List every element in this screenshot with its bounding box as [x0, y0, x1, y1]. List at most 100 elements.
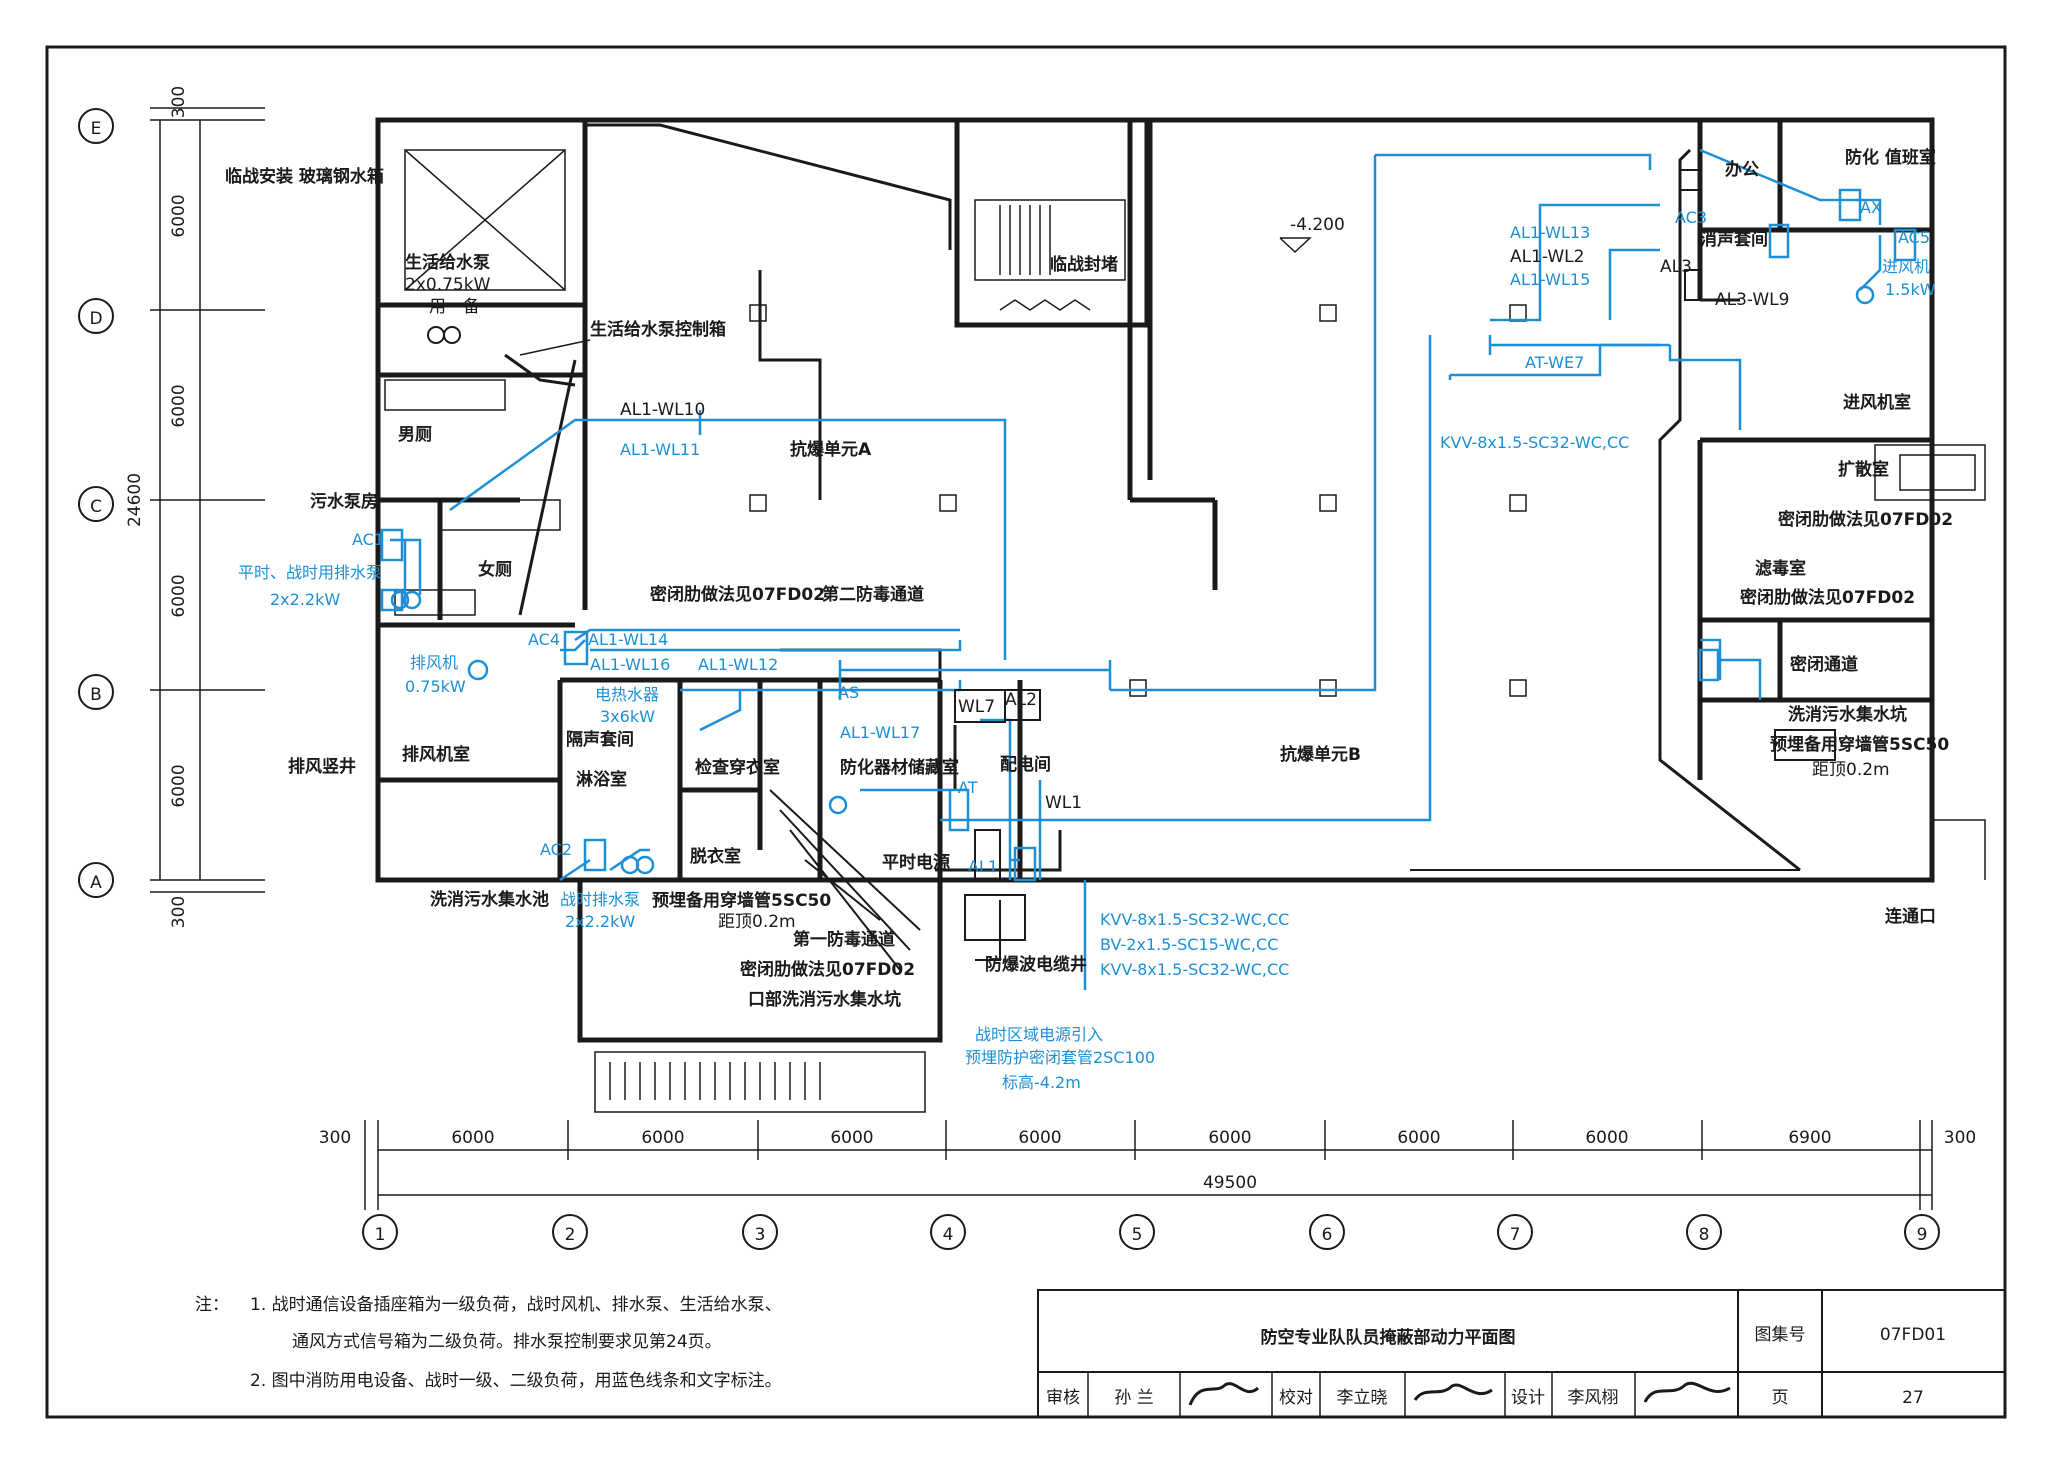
- room-office: 办公: [1725, 159, 1759, 180]
- motor-symbols: [390, 285, 1875, 875]
- circuit-cable-3: KVV-8x1.5-SC32-WC,CC: [1100, 960, 1289, 979]
- axis-col-3: 3: [755, 1225, 766, 1245]
- dim-col-1: 6000: [451, 1128, 494, 1148]
- room-shower: 淋浴室: [576, 769, 627, 790]
- checker-signature: [1413, 1383, 1493, 1401]
- note-supply-pump-mode: 一用一备: [412, 297, 480, 317]
- note-power-in-level: 标高-4.2m: [1002, 1073, 1081, 1092]
- note-drain-pump-b-spec: 2x2.2kW: [565, 912, 635, 931]
- axis-row-a: A: [90, 873, 102, 893]
- power-lines-blue: [390, 148, 1882, 990]
- dim-col-0: 300: [319, 1128, 351, 1148]
- room-unit-b: 抗爆单元B: [1280, 744, 1361, 765]
- circuit-al1-wl13: AL1-WL13: [1510, 223, 1590, 242]
- circuit-al1-wl11: AL1-WL11: [620, 440, 700, 459]
- leader-supply-ctrl: [519, 339, 591, 356]
- circuit-kvv-b: KVV-8x1.5-SC32-WC,CC: [1440, 433, 1629, 452]
- level-symbol: [1279, 237, 1312, 254]
- note-tank: 临战安装 玻璃钢水箱: [225, 166, 384, 187]
- tag-as: AS: [838, 683, 859, 702]
- axis-row-c: C: [90, 497, 102, 517]
- power-lines-black: [504, 123, 1801, 971]
- note-drain-pump-a: 平时、战时用排水泵: [238, 563, 382, 582]
- room-filter: 滤毒室: [1755, 558, 1806, 579]
- drawing-title: 防空专业队队员掩蔽部动力平面图: [1261, 1327, 1516, 1348]
- circuit-al1-wl14: AL1-WL14: [588, 630, 668, 649]
- axis-col-8: 8: [1699, 1225, 1710, 1245]
- circuit-al1-wl2: AL1-WL2: [1510, 247, 1584, 267]
- note-power-in: 战时区域电源引入: [975, 1025, 1103, 1044]
- dim-row-3: 6000: [169, 574, 189, 617]
- building-outline: [375, 117, 1986, 1113]
- room-chem-store: 防化器材储藏室: [840, 757, 959, 778]
- axis-row-e: E: [91, 119, 102, 139]
- axis-col-9: 9: [1917, 1225, 1928, 1245]
- page-label: 页: [1772, 1388, 1789, 1408]
- water-tank: [404, 149, 566, 291]
- axis-col-2: 2: [565, 1225, 576, 1245]
- axis-col-4: 4: [943, 1225, 954, 1245]
- room-undress: 脱衣室: [690, 846, 741, 867]
- dim-col-7: 6000: [1585, 1128, 1628, 1148]
- notes-block: 注： 1. 战时通信设备插座箱为一级负荷，战时风机、排水泵、生活给水泵、 通风方…: [195, 1295, 782, 1391]
- dimension-lines: [150, 107, 1933, 1210]
- note-seal-ref-3: 密闭肋做法见07FD02: [1778, 509, 1953, 530]
- note-heater-spec: 3x6kW: [600, 707, 655, 726]
- room-inspection: 检查穿衣室: [695, 757, 780, 778]
- note-intake-fan-spec: 1.5kW: [1885, 280, 1936, 299]
- dim-col-3: 6000: [830, 1128, 873, 1148]
- room-connection: 连通口: [1885, 906, 1936, 927]
- tag-ac1: AC1: [352, 530, 384, 549]
- dim-row-0: 300: [169, 86, 189, 118]
- note-reserve-pipe-a: 预埋备用穿墙管5SC50: [652, 890, 831, 911]
- level-mark: -4.200: [1290, 215, 1345, 235]
- dim-row-2: 6000: [169, 384, 189, 427]
- dim-col-9: 300: [1944, 1128, 1976, 1148]
- note-intake-fan: 进风机: [1882, 257, 1930, 276]
- circuit-al1-wl12: AL1-WL12: [698, 655, 778, 674]
- circuit-cable-1: KVV-8x1.5-SC32-WC,CC: [1100, 910, 1289, 929]
- circuit-al1-wl10: AL1-WL10: [620, 400, 705, 420]
- stair-top: [974, 199, 1126, 311]
- circuit-wl7: WL7: [958, 697, 995, 717]
- note-supply-ctrl: 生活给水泵控制箱: [590, 319, 726, 340]
- circuit-al1-wl17: AL1-WL17: [840, 723, 920, 742]
- circuit-al3-wl9: AL3-WL9: [1715, 290, 1789, 310]
- room-first-channel: 第一防毒通道: [793, 929, 895, 950]
- dim-col-5: 6000: [1208, 1128, 1251, 1148]
- note-drain-pump-a-spec: 2x2.2kW: [270, 590, 340, 609]
- note-wash-pit-a: 洗消污水集水池: [430, 889, 549, 910]
- notes-line-1: 1. 战时通信设备插座箱为一级负荷，战时风机、排水泵、生活给水泵、: [250, 1295, 782, 1315]
- room-power-dist: 配电间: [1000, 754, 1051, 775]
- structural-columns: [749, 304, 1527, 697]
- note-seal-ref-2: 密闭肋做法见07FD02: [740, 959, 915, 980]
- title-block: [1037, 1289, 2006, 1418]
- notes-line-3: 2. 图中消防用电设备、战时一级、二级负荷，用蓝色线条和文字标注。: [250, 1371, 782, 1391]
- tag-ac3: AC3: [1675, 208, 1707, 227]
- tag-ac4: AC4: [528, 630, 560, 649]
- room-sealed-channel: 密闭通道: [1790, 654, 1858, 675]
- axis-col-5: 5: [1132, 1225, 1143, 1245]
- notes-line-2: 通风方式信号箱为二级负荷。排水泵控制要求见第24页。: [292, 1332, 722, 1352]
- room-isolation: 隔声套间: [566, 729, 634, 750]
- note-wash-pit-c: 洗消污水集水坑: [1788, 704, 1907, 725]
- note-supply-pump: 生活给水泵: [405, 252, 490, 273]
- tag-al2: AL2: [1005, 690, 1037, 710]
- circuit-wl1: WL1: [1045, 793, 1082, 813]
- note-exhaust-fan: 排风机: [410, 653, 458, 672]
- note-reserve-pipe-b: 预埋备用穿墙管5SC50: [1770, 734, 1949, 755]
- circuit-cable-2: BV-2x1.5-SC15-WC,CC: [1100, 935, 1278, 954]
- note-reserve-pipe-b-dist: 距顶0.2m: [1812, 760, 1890, 780]
- notes-prefix: 注：: [195, 1295, 229, 1315]
- room-male-wc: 男厕: [398, 425, 432, 445]
- room-intake: 进风机室: [1843, 392, 1911, 413]
- axis-col-7: 7: [1510, 1225, 1521, 1245]
- axis-col-1: 1: [375, 1225, 386, 1245]
- equipment-boxes: [380, 169, 1917, 941]
- circuit-at-we7: AT-WE7: [1525, 353, 1584, 372]
- note-seal-ref-4: 密闭肋做法见07FD02: [1740, 587, 1915, 608]
- tag-ax: AX: [1860, 198, 1882, 217]
- reviewer-signature: [1188, 1382, 1260, 1406]
- atlas-label: 图集号: [1755, 1325, 1806, 1345]
- room-cable-shaft: 防爆波电缆井: [985, 954, 1087, 975]
